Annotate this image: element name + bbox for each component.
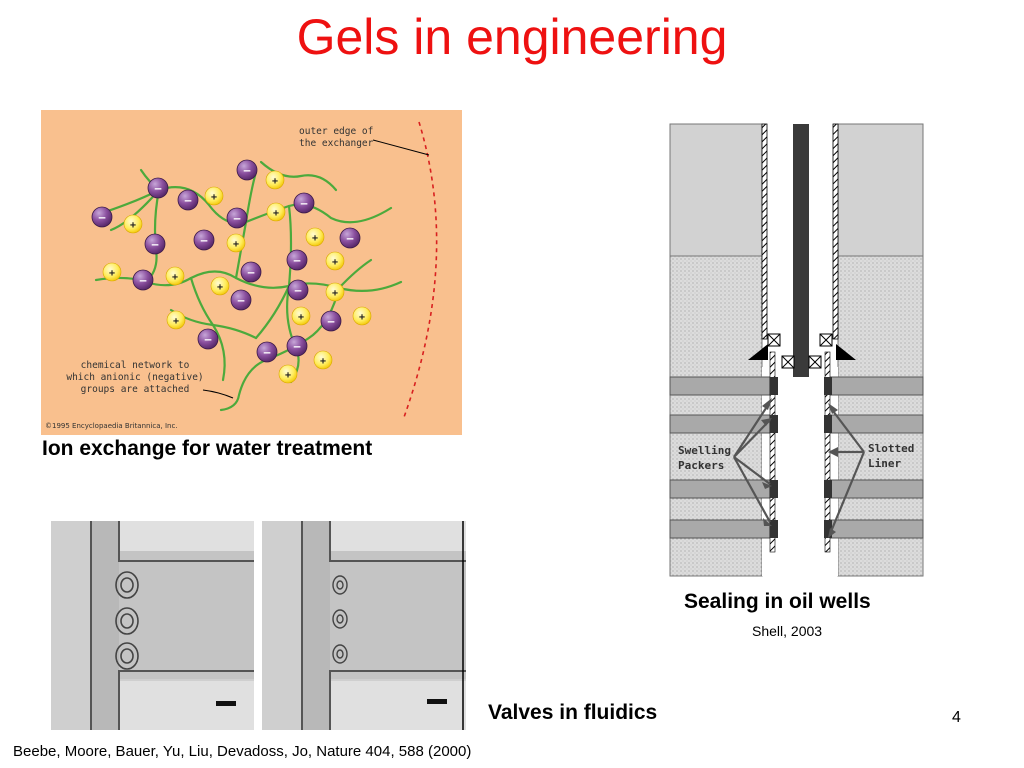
svg-text:–: –: [201, 234, 208, 247]
outer-edge-label-2: the exchanger: [299, 138, 374, 149]
svg-text:+: +: [211, 192, 217, 203]
svg-text:+: +: [272, 176, 278, 187]
svg-text:–: –: [294, 254, 301, 267]
svg-text:+: +: [285, 370, 291, 381]
ion-exchange-diagram: ––– ––– ––– ––– ––– ––– +++ +++ +++ +++ …: [41, 110, 462, 435]
network-label-2: which anionic (negative): [66, 372, 203, 383]
svg-text:+: +: [172, 272, 178, 283]
svg-text:–: –: [238, 294, 245, 307]
svg-text:–: –: [140, 274, 147, 287]
svg-text:–: –: [155, 182, 162, 195]
fluidics-micrographs: [51, 521, 466, 730]
swelling-packers-label-2: Packers: [678, 459, 724, 472]
svg-text:–: –: [185, 194, 192, 207]
svg-text:+: +: [298, 312, 304, 323]
oil-wells-caption: Sealing in oil wells: [684, 590, 871, 613]
network-label-3: groups are attached: [81, 384, 190, 395]
slide-title: Gels in engineering: [296, 9, 728, 65]
svg-text:–: –: [328, 315, 335, 328]
fluidics-caption: Valves in fluidics: [488, 701, 658, 724]
svg-text:–: –: [295, 284, 302, 297]
svg-text:–: –: [99, 211, 106, 224]
svg-text:–: –: [244, 164, 251, 177]
svg-text:–: –: [294, 340, 301, 353]
svg-text:+: +: [320, 356, 326, 367]
svg-text:+: +: [217, 282, 223, 293]
svg-text:+: +: [233, 239, 239, 250]
slotted-liner-label-1: Slotted: [868, 442, 914, 455]
swelling-packers-label-1: Swelling: [678, 444, 731, 457]
svg-text:–: –: [152, 238, 159, 251]
svg-text:+: +: [359, 312, 365, 323]
svg-text:+: +: [130, 220, 136, 231]
svg-text:+: +: [332, 257, 338, 268]
page-number: 4: [952, 709, 961, 726]
network-label-1: chemical network to: [81, 360, 190, 371]
reference-citation: Beebe, Moore, Bauer, Yu, Liu, Devadoss, …: [13, 743, 472, 760]
svg-text:+: +: [332, 288, 338, 299]
svg-text:+: +: [173, 316, 179, 327]
svg-text:+: +: [109, 268, 115, 279]
svg-text:–: –: [248, 266, 255, 279]
svg-text:–: –: [301, 197, 308, 210]
svg-text:–: –: [264, 346, 271, 359]
oil-wells-credit: Shell, 2003: [752, 623, 823, 639]
oil-well-diagram: Swelling Packers Slotted Liner: [669, 123, 924, 577]
ion-exchange-caption: Ion exchange for water treatment: [42, 437, 373, 460]
svg-text:+: +: [312, 233, 318, 244]
svg-text:–: –: [234, 212, 241, 225]
copyright-label: ©1995 Encyclopaedia Britannica, Inc.: [45, 422, 178, 430]
svg-text:–: –: [347, 232, 354, 245]
outer-edge-label-1: outer edge of: [299, 126, 373, 137]
slotted-liner-label-2: Liner: [868, 457, 901, 470]
svg-text:+: +: [273, 208, 279, 219]
svg-text:–: –: [205, 333, 212, 346]
